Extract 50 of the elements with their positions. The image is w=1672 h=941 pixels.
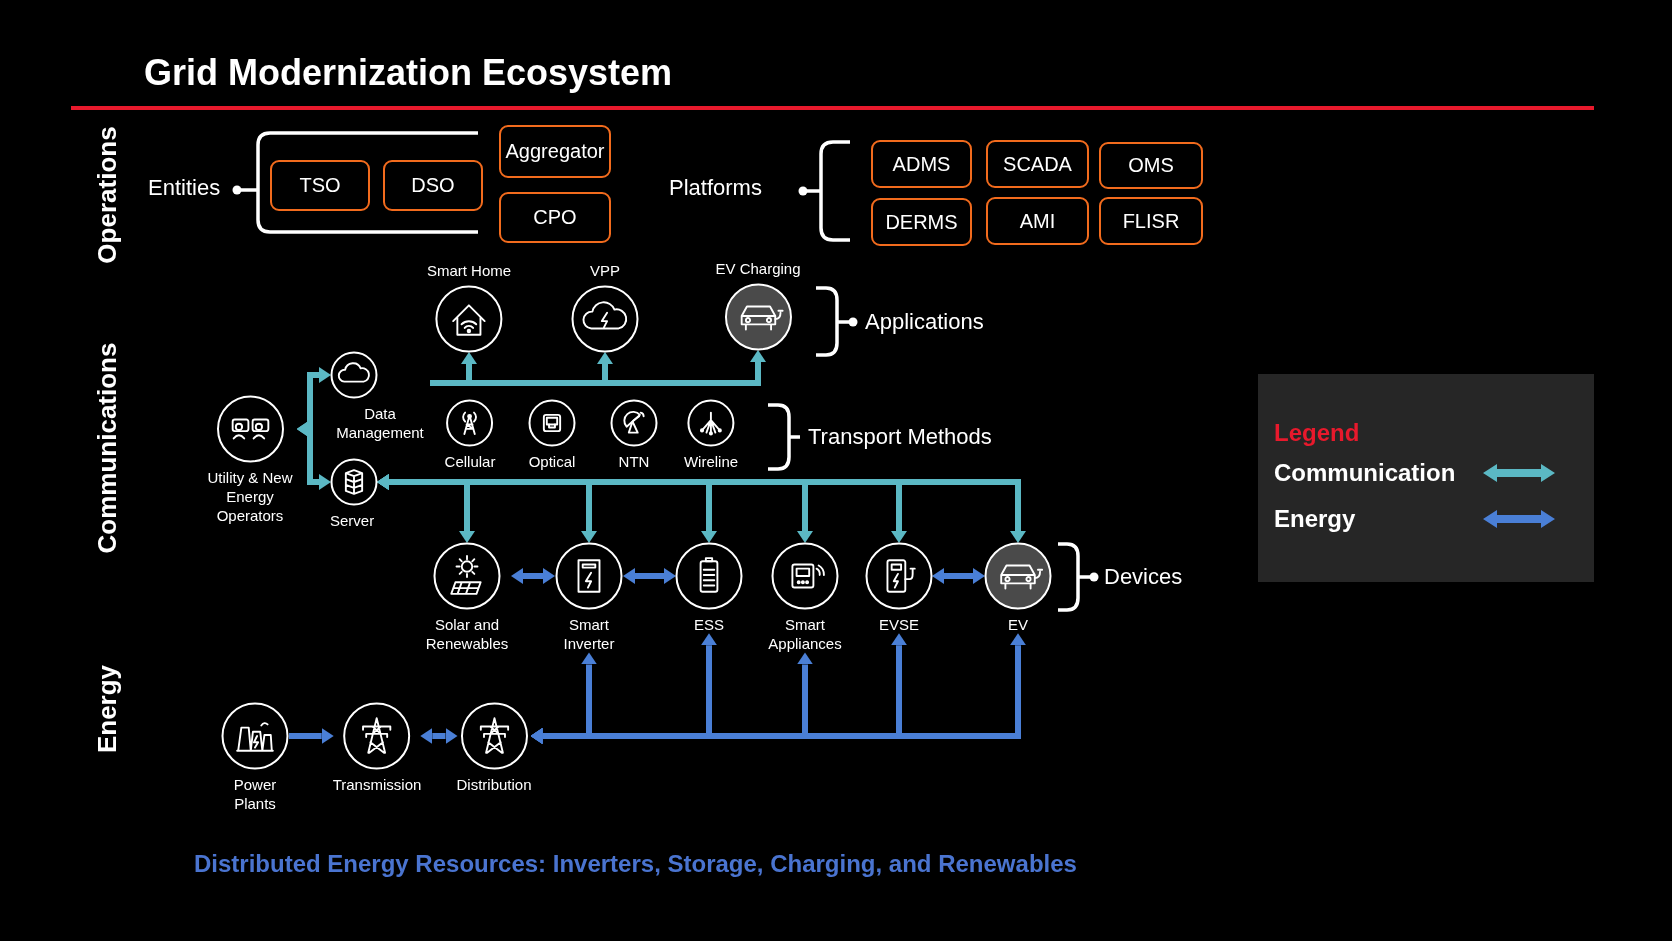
arrow: [932, 568, 985, 584]
label-box: ADMS: [871, 140, 972, 188]
node-label: Wireline: [683, 452, 739, 472]
arrow: [420, 728, 458, 744]
group-label: Applications: [865, 309, 984, 335]
group-label: Devices: [1104, 564, 1183, 590]
node-label: Optical: [528, 452, 576, 472]
label-box: Aggregator: [499, 125, 611, 178]
node-label: Distribution: [456, 775, 532, 795]
label-box: OMS: [1099, 142, 1203, 189]
label-box: DERMS: [871, 198, 972, 246]
node-label: EV: [1008, 615, 1028, 635]
arrow: [623, 568, 676, 584]
label-box: SCADA: [986, 140, 1089, 188]
group-label: Platforms: [669, 175, 762, 201]
node-label: NTN: [618, 452, 650, 472]
label-box: DSO: [383, 160, 483, 211]
label-box: FLISR: [1099, 197, 1203, 245]
node-label: Smart Inverter: [562, 615, 616, 654]
arrow: [377, 474, 1026, 543]
node-label: Smart Appliances: [767, 615, 843, 654]
group-label: Transport Methods: [808, 424, 992, 450]
arrow: [296, 421, 331, 490]
caption: Distributed Energy Resources: Inverters, Storage, Charging, and Renewables: [194, 850, 1077, 878]
section-label: Operations: [91, 126, 123, 264]
legend-title: Legend: [1274, 419, 1360, 447]
node-label: Data Management: [335, 404, 425, 443]
node-label: EVSE: [879, 615, 919, 635]
node-label: Solar and Renewables: [424, 615, 510, 654]
node-label: EV Charging: [715, 258, 801, 278]
label-box: TSO: [270, 160, 370, 211]
section-label: Energy: [91, 664, 123, 754]
node-label: Utility & New Energy Operators: [206, 468, 294, 526]
arrow: [511, 568, 555, 584]
legend-label: Energy: [1274, 505, 1356, 533]
node-label: Smart Home: [426, 260, 512, 280]
title: Grid Modernization Ecosystem: [144, 52, 673, 94]
node-label: VPP: [590, 260, 620, 280]
node-label: Transmission: [332, 775, 422, 795]
arrow: [530, 633, 1026, 744]
node-label: ESS: [694, 615, 724, 635]
group-label: Entities: [148, 175, 221, 201]
node-label: Cellular: [444, 452, 496, 472]
label-box: AMI: [986, 197, 1089, 245]
section-label: Communications: [91, 342, 123, 554]
node-label: Power Plants: [232, 775, 278, 814]
legend-label: Communication: [1274, 459, 1456, 487]
arrow: [289, 728, 334, 744]
label-box: CPO: [499, 192, 611, 243]
node-label: Server: [330, 511, 375, 531]
